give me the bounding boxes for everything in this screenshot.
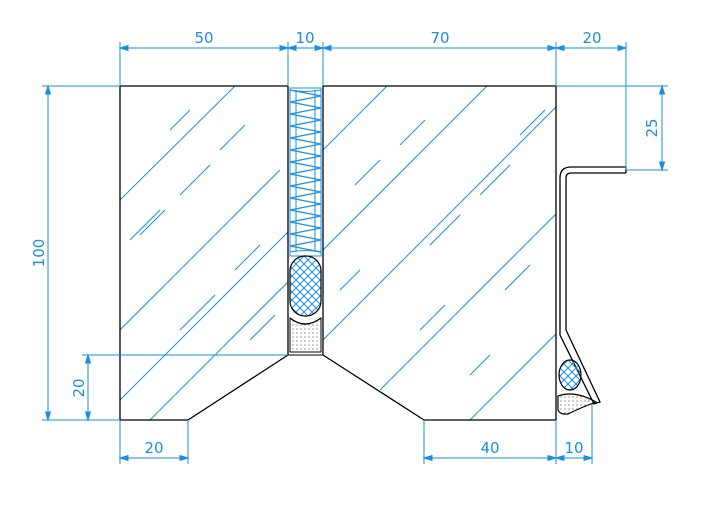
dim-top-right: 70 <box>430 29 449 47</box>
dim-total-height: 100 <box>30 239 48 268</box>
right-body-outline <box>322 85 557 421</box>
edge-backer-rod <box>558 359 582 391</box>
left-body-hatch <box>120 86 288 420</box>
left-body-outline <box>119 85 289 421</box>
edge-sealant <box>557 393 598 415</box>
right-body-hatch <box>323 86 556 420</box>
dim-bottom-right: 40 <box>480 439 499 457</box>
joint-filler-insulation <box>289 87 322 257</box>
dim-bottom-left: 20 <box>144 439 163 457</box>
dim-bottom-height: 20 <box>70 378 88 397</box>
dim-bottom-flange-gap: 10 <box>564 439 583 457</box>
dim-top-gap: 10 <box>295 29 314 47</box>
dim-top-flange: 20 <box>582 29 601 47</box>
dimension-lines <box>42 42 668 464</box>
dim-top-left: 50 <box>194 29 213 47</box>
dim-flange-height: 25 <box>643 118 661 137</box>
backer-rod <box>289 255 322 317</box>
sealant <box>289 316 322 353</box>
